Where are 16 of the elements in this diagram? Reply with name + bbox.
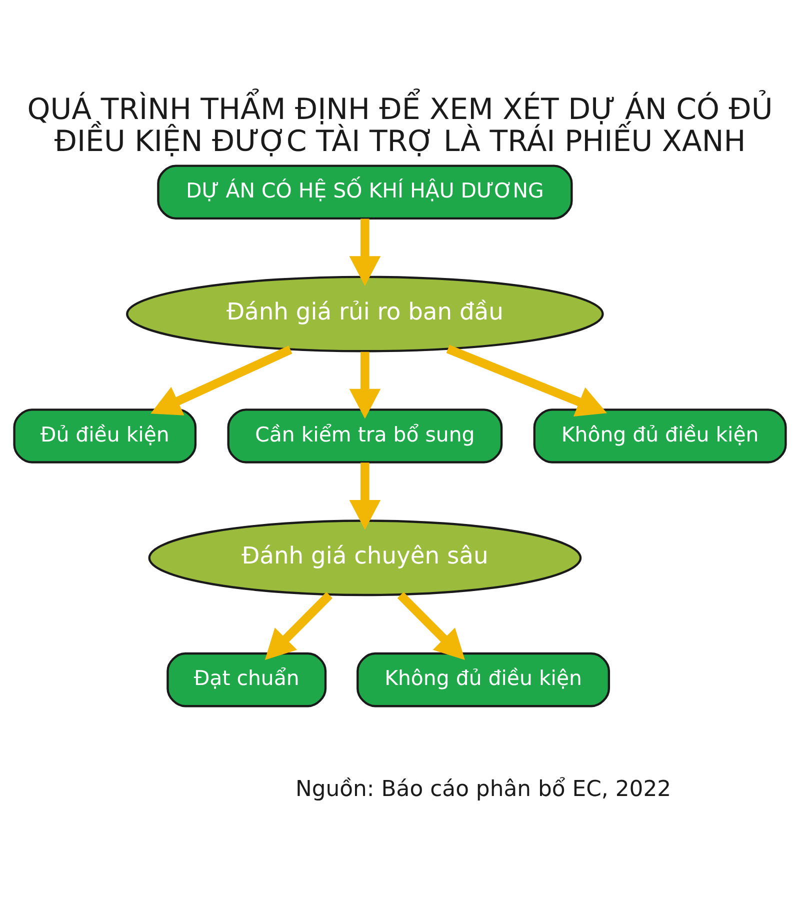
arrow bbox=[264, 591, 333, 660]
node-box: Không đủ điều kiện bbox=[533, 408, 787, 463]
node-box: Đạt chuẩn bbox=[166, 652, 327, 707]
node-box: Đủ điều kiện bbox=[13, 408, 197, 463]
arrow bbox=[349, 218, 381, 286]
node-box: DỰ ÁN CÓ HỆ SỐ KHÍ HẬU DƯƠNG bbox=[157, 164, 573, 219]
node-box: Không đủ điều kiện bbox=[356, 652, 610, 707]
arrow bbox=[150, 345, 292, 415]
node-ellipse: Đánh giá rủi ro ban đầu bbox=[126, 275, 604, 352]
arrow bbox=[349, 351, 381, 418]
caption: Nguồn: Báo cáo phân bổ EC, 2022 bbox=[295, 776, 672, 802]
arrow bbox=[349, 462, 381, 530]
arrow bbox=[446, 344, 607, 416]
node-ellipse: Đánh giá chuyên sâu bbox=[148, 519, 582, 596]
arrow bbox=[397, 591, 465, 660]
node-box: Cần kiểm tra bổ sung bbox=[227, 408, 503, 463]
